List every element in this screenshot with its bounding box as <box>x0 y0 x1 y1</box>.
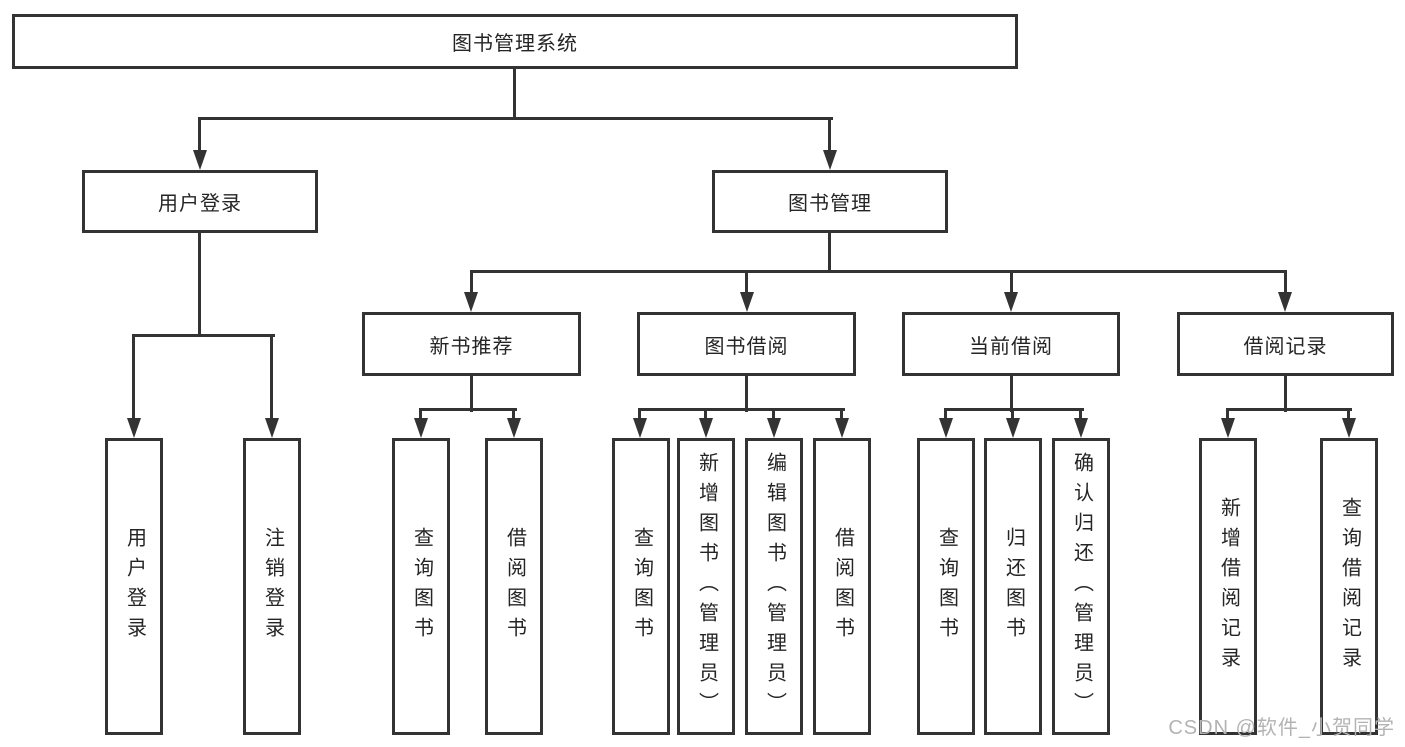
connector-line <box>470 270 1287 273</box>
node-borrow-records-label: 借阅记录 <box>1243 335 1328 358</box>
connector-line <box>1079 408 1082 421</box>
node-root-label: 图书管理系统 <box>452 33 578 55</box>
leaf-current-confirm-return-admin: 确认归还（管理员） <box>1052 438 1110 735</box>
node-current-borrowing: 当前借阅 <box>902 312 1120 376</box>
connector-line <box>1347 408 1350 421</box>
node-borrow-records: 借阅记录 <box>1177 312 1394 376</box>
leaf-current-confirm-return-admin-label: 确认归还（管理员） <box>1070 451 1093 722</box>
leaf-borrowing-edit-admin: 编辑图书（管理员） <box>745 438 803 735</box>
leaf-current-return: 归还图书 <box>984 438 1042 735</box>
connector-line <box>1284 374 1287 412</box>
node-new-book-recommend: 新书推荐 <box>362 312 581 376</box>
leaf-record-add: 新增借阅记录 <box>1199 438 1257 735</box>
leaf-newbook-query: 查询图书 <box>392 438 450 735</box>
leaf-newbook-query-label: 查询图书 <box>410 526 433 647</box>
arrow-down <box>127 418 141 438</box>
leaf-logout-label: 注销登录 <box>261 526 284 647</box>
node-book-borrowing-label: 图书借阅 <box>704 335 789 358</box>
leaf-borrowing-borrow-label: 借阅图书 <box>831 526 854 647</box>
leaf-logout: 注销登录 <box>243 438 301 735</box>
leaf-current-query-label: 查询图书 <box>935 526 958 647</box>
leaf-record-query-label: 查询借阅记录 <box>1338 496 1361 677</box>
connector-line <box>1284 270 1287 295</box>
node-book-management: 图书管理 <box>712 170 948 233</box>
node-book-borrowing: 图书借阅 <box>637 312 856 376</box>
csdn-watermark: CSDN @软件_小贺同学 <box>1168 717 1395 739</box>
connector-line <box>1226 408 1229 421</box>
connector-line <box>638 408 845 411</box>
connector-line <box>745 270 748 295</box>
connector-line <box>512 408 515 421</box>
node-new-book-recommend-label: 新书推荐 <box>429 335 514 358</box>
arrow-down <box>1004 292 1018 312</box>
arrow-down <box>1006 418 1020 438</box>
connector-line <box>944 408 1084 411</box>
connector-line <box>745 374 748 412</box>
leaf-record-add-label: 新增借阅记录 <box>1217 496 1240 677</box>
leaf-borrowing-edit-admin-label: 编辑图书（管理员） <box>763 451 786 722</box>
arrow-down <box>265 418 279 438</box>
leaf-user-login: 用户登录 <box>105 438 163 735</box>
connector-line <box>132 334 275 337</box>
arrow-down <box>835 418 849 438</box>
connector-line <box>772 408 775 421</box>
leaf-user-login-label: 用户登录 <box>123 526 146 647</box>
leaf-current-query: 查询图书 <box>917 438 975 735</box>
connector-line <box>1010 270 1013 295</box>
connector-line <box>513 68 516 120</box>
arrow-down <box>1074 418 1088 438</box>
leaf-newbook-borrow: 借阅图书 <box>485 438 543 735</box>
connector-line <box>198 232 201 337</box>
connector-line <box>828 232 831 273</box>
arrow-down <box>464 292 478 312</box>
leaf-borrowing-add-admin-label: 新增图书（管理员） <box>695 451 718 722</box>
connector-line <box>470 270 473 295</box>
arrow-down <box>699 418 713 438</box>
node-book-management-label: 图书管理 <box>788 193 872 215</box>
connector-line <box>419 408 422 421</box>
connector-line <box>840 408 843 421</box>
leaf-borrowing-query-label: 查询图书 <box>630 526 653 647</box>
connector-line <box>270 334 273 420</box>
node-user-login: 用户登录 <box>82 170 318 233</box>
connector-line <box>638 408 641 421</box>
connector-line <box>419 408 517 411</box>
arrow-down <box>1278 292 1292 312</box>
arrow-down <box>193 150 207 170</box>
leaf-borrowing-query: 查询图书 <box>612 438 670 735</box>
arrow-down <box>414 418 428 438</box>
connector-line <box>704 408 707 421</box>
leaf-current-return-label: 归还图书 <box>1002 526 1025 647</box>
connector-line <box>198 117 833 120</box>
arrow-down <box>1342 418 1356 438</box>
node-current-borrowing-label: 当前借阅 <box>969 335 1053 358</box>
connector-line <box>198 117 201 153</box>
connector-line <box>470 374 473 412</box>
connector-line <box>1226 408 1352 411</box>
connector-line <box>828 117 831 153</box>
arrow-down <box>823 150 837 170</box>
node-user-login-label: 用户登录 <box>158 193 242 215</box>
arrow-down <box>633 418 647 438</box>
connector-line <box>944 408 947 421</box>
leaf-borrowing-borrow: 借阅图书 <box>813 438 871 735</box>
leaf-record-query: 查询借阅记录 <box>1320 438 1378 735</box>
arrow-down <box>767 418 781 438</box>
connector-line <box>1011 408 1014 421</box>
leaf-borrowing-add-admin: 新增图书（管理员） <box>677 438 735 735</box>
arrow-down <box>1221 418 1235 438</box>
connector-line <box>1010 374 1013 412</box>
connector-line <box>132 334 135 420</box>
arrow-down <box>939 418 953 438</box>
leaf-newbook-borrow-label: 借阅图书 <box>503 526 526 647</box>
arrow-down <box>740 292 754 312</box>
node-root: 图书管理系统 <box>12 14 1018 69</box>
arrow-down <box>507 418 521 438</box>
